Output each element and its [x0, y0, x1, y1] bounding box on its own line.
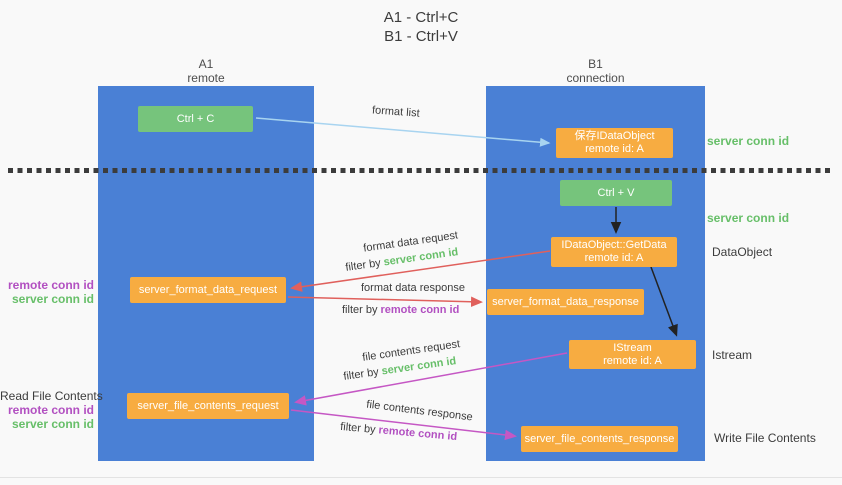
server-format-data-response-label: server_format_data_response: [492, 295, 639, 308]
bottom-divider: [0, 477, 842, 478]
server-file-contents-response-label: server_file_contents_response: [524, 432, 675, 445]
title-line-2: B1 - Ctrl+V: [384, 28, 458, 45]
server-format-data-request-label: server_format_data_request: [138, 283, 278, 296]
filter-by-server-conn-id-label-1: filter byserver conn id: [345, 246, 459, 274]
title-line-1: A1 - Ctrl+C: [383, 9, 459, 26]
left-remote-conn-id-2: remote conn id: [7, 403, 94, 417]
right-dataobject-label: DataObject: [712, 245, 773, 259]
format-data-response-label: format data response: [361, 282, 465, 294]
getdata-line1: IDataObject::GetData: [561, 239, 667, 251]
server-file-contents-response-box: server_file_contents_response: [521, 426, 678, 452]
remote-conn-id-text-2: remote conn id: [378, 424, 458, 444]
server-file-contents-request-box: server_file_contents_request: [127, 393, 289, 419]
right-server-conn-id-1: server conn id: [707, 134, 790, 148]
filter-by-text-3: filter by: [342, 366, 380, 383]
server-format-data-request-box: server_format_data_request: [130, 277, 286, 303]
left-server-conn-id-1: server conn id: [11, 292, 94, 306]
ctrl-c-box: Ctrl + C: [138, 106, 253, 132]
filter-by-text-1: filter by: [344, 257, 382, 274]
istream-box: IStream remote id: A: [569, 340, 696, 369]
right-server-conn-id-2: server conn id: [707, 211, 790, 225]
filter-by-server-conn-id-label-2: filter byserver conn id: [343, 355, 457, 383]
right-istream-label: Istream: [712, 348, 753, 362]
column-header-a1: A1 remote: [98, 57, 314, 85]
column-header-b1: B1 connection: [486, 57, 705, 85]
server-format-data-response-box: server_format_data_response: [487, 289, 644, 315]
save-dataobject-line2: remote id: A: [585, 143, 644, 155]
ctrl-v-box: Ctrl + V: [560, 180, 672, 206]
column-a1-id: A1: [198, 57, 214, 71]
istream-line2: remote id: A: [603, 354, 662, 367]
left-server-conn-id-2: server conn id: [11, 417, 94, 431]
save-dataobject-box: 保存IDataObject remote id: A: [556, 128, 673, 158]
getdata-line2: remote id: A: [584, 252, 644, 264]
istream-line1: IStream: [613, 341, 652, 354]
save-dataobject-line1: 保存IDataObject: [574, 130, 655, 142]
phase-separator-dotted-line: [8, 168, 834, 173]
column-b1-id: B1: [588, 57, 603, 71]
ctrl-v-label: Ctrl + V: [597, 186, 635, 199]
left-file-contents-block: Read File Contents remote conn id server…: [0, 389, 103, 431]
column-b1-label: connection: [566, 71, 625, 85]
file-contents-response-label: file contents response: [365, 398, 474, 424]
column-a1-label: remote: [187, 71, 225, 85]
remote-conn-id-text-1: remote conn id: [380, 304, 460, 316]
diagram-title: A1 - Ctrl+C B1 - Ctrl+V: [0, 8, 842, 46]
right-write-file-contents-label: Write File Contents: [714, 431, 816, 445]
format-list-label: format list: [371, 104, 421, 120]
arrow-format-data-response: [287, 296, 483, 308]
filter-by-text-4: filter by: [339, 420, 377, 436]
left-read-file-contents-label: Read File Contents: [0, 389, 103, 403]
left-conn-id-block-1: remote conn id server conn id: [0, 278, 94, 306]
filter-by-text-2: filter by: [342, 304, 378, 316]
getdata-box: IDataObject::GetData remote id: A: [551, 237, 677, 267]
ctrl-c-label: Ctrl + C: [176, 112, 215, 125]
left-remote-conn-id-1: remote conn id: [7, 278, 94, 292]
server-file-contents-request-label: server_file_contents_request: [137, 399, 279, 412]
